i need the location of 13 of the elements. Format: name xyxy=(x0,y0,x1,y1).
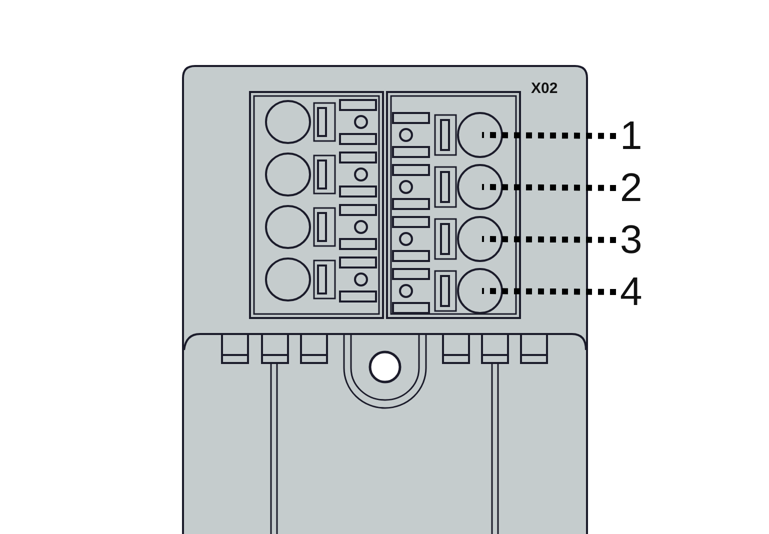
callout-number: 1 xyxy=(620,116,642,156)
wire-opening xyxy=(457,268,503,314)
connector-designation: X02 xyxy=(531,81,558,97)
leader-line xyxy=(482,184,616,191)
callout-number: 2 xyxy=(620,168,642,208)
leader-line xyxy=(482,288,616,295)
wire-opening xyxy=(457,216,503,262)
wire-opening xyxy=(457,112,503,158)
callout-number: 3 xyxy=(620,220,642,260)
leader-line xyxy=(482,132,616,139)
leader-line xyxy=(482,236,616,243)
callout-number: 4 xyxy=(620,272,642,312)
wire-opening xyxy=(457,164,503,210)
